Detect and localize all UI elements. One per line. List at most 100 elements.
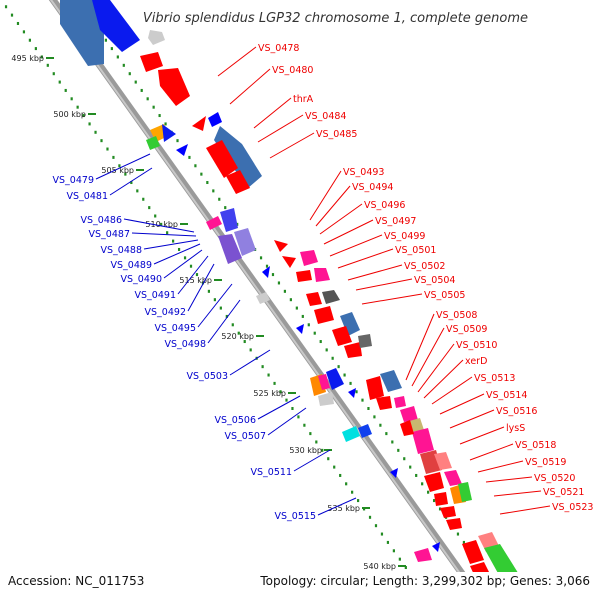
gene-feature[interactable] bbox=[376, 396, 392, 410]
tick-mark bbox=[200, 172, 203, 176]
gene-feature[interactable] bbox=[226, 170, 250, 194]
gene-feature[interactable] bbox=[400, 420, 414, 436]
gene-feature[interactable] bbox=[348, 388, 356, 398]
gene-feature[interactable] bbox=[446, 518, 462, 530]
gene-label[interactable]: lysS bbox=[506, 423, 525, 434]
gene-label[interactable]: VS_0491 bbox=[135, 290, 176, 301]
gene-feature[interactable] bbox=[434, 452, 452, 470]
gene-label[interactable]: VS_0509 bbox=[446, 324, 487, 335]
gene-feature[interactable] bbox=[394, 396, 406, 408]
gene-feature[interactable] bbox=[92, 0, 140, 52]
gene-label[interactable]: VS_0485 bbox=[316, 129, 357, 140]
gene-feature[interactable] bbox=[192, 116, 206, 131]
gene-feature[interactable] bbox=[234, 228, 256, 256]
gene-feature[interactable] bbox=[414, 548, 432, 562]
gene-feature[interactable] bbox=[206, 140, 238, 178]
gene-feature[interactable] bbox=[208, 112, 222, 127]
gene-feature[interactable] bbox=[400, 406, 418, 422]
gene-label[interactable]: VS_0494 bbox=[352, 182, 393, 193]
gene-feature[interactable] bbox=[340, 312, 360, 336]
gene-feature[interactable] bbox=[256, 292, 270, 304]
gene-label[interactable]: VS_0507 bbox=[225, 431, 266, 442]
gene-feature[interactable] bbox=[322, 290, 340, 304]
gene-label[interactable]: VS_0516 bbox=[496, 406, 537, 417]
gene-label[interactable]: VS_0493 bbox=[343, 167, 384, 178]
gene-feature[interactable] bbox=[140, 52, 163, 72]
gene-feature[interactable] bbox=[274, 240, 288, 252]
gene-feature[interactable] bbox=[326, 368, 344, 390]
gene-label[interactable]: VS_0499 bbox=[384, 231, 425, 242]
gene-label[interactable]: VS_0511 bbox=[251, 467, 292, 478]
gene-label[interactable]: VS_0513 bbox=[474, 373, 515, 384]
gene-feature[interactable] bbox=[300, 250, 318, 266]
gene-feature[interactable] bbox=[318, 392, 334, 406]
gene-label[interactable]: VS_0487 bbox=[89, 229, 130, 240]
gene-label[interactable]: VS_0488 bbox=[101, 245, 142, 256]
gene-label[interactable]: VS_0492 bbox=[145, 307, 186, 318]
gene-label[interactable]: VS_0504 bbox=[414, 275, 455, 286]
gene-label[interactable]: VS_0505 bbox=[424, 290, 465, 301]
gene-label[interactable]: VS_0518 bbox=[515, 440, 556, 451]
gene-feature[interactable] bbox=[176, 144, 188, 156]
gene-feature[interactable] bbox=[344, 342, 362, 358]
gene-feature[interactable] bbox=[146, 136, 160, 150]
gene-label[interactable]: VS_0489 bbox=[111, 260, 152, 271]
gene-feature[interactable] bbox=[440, 506, 456, 518]
gene-feature[interactable] bbox=[220, 208, 238, 232]
gene-label[interactable]: VS_0496 bbox=[364, 200, 405, 211]
gene-feature[interactable] bbox=[366, 376, 384, 400]
gene-feature[interactable] bbox=[434, 492, 448, 506]
gene-label[interactable]: VS_0502 bbox=[404, 261, 445, 272]
gene-label[interactable]: VS_0503 bbox=[187, 371, 228, 382]
gene-feature[interactable] bbox=[158, 68, 190, 106]
gene-label[interactable]: thrA bbox=[293, 94, 314, 105]
gene-feature[interactable] bbox=[412, 428, 434, 454]
gene-feature[interactable] bbox=[314, 268, 330, 282]
gene-feature[interactable] bbox=[262, 266, 270, 278]
gene-feature[interactable] bbox=[390, 468, 398, 478]
gene-feature[interactable] bbox=[296, 324, 304, 334]
gene-feature[interactable] bbox=[318, 374, 330, 390]
gene-label[interactable]: VS_0510 bbox=[456, 340, 497, 351]
gene-label[interactable]: VS_0508 bbox=[436, 310, 477, 321]
gene-label[interactable]: VS_0486 bbox=[81, 215, 122, 226]
gene-feature[interactable] bbox=[444, 470, 462, 486]
gene-feature[interactable] bbox=[148, 30, 165, 45]
gene-feature[interactable] bbox=[60, 0, 104, 66]
gene-label[interactable]: VS_0498 bbox=[165, 339, 206, 350]
gene-label[interactable]: VS_0497 bbox=[375, 216, 416, 227]
gene-feature[interactable] bbox=[218, 234, 242, 264]
gene-feature[interactable] bbox=[162, 124, 176, 142]
gene-label[interactable]: VS_0521 bbox=[543, 487, 584, 498]
gene-feature[interactable] bbox=[314, 306, 334, 324]
gene-label[interactable]: VS_0484 bbox=[305, 111, 346, 122]
gene-feature[interactable] bbox=[432, 542, 440, 552]
gene-label[interactable]: xerD bbox=[465, 356, 487, 367]
gene-feature[interactable] bbox=[424, 472, 444, 492]
gene-label[interactable]: VS_0480 bbox=[272, 65, 313, 76]
gene-feature[interactable] bbox=[306, 292, 322, 306]
gene-label[interactable]: VS_0514 bbox=[486, 390, 527, 401]
gene-label[interactable]: VS_0479 bbox=[53, 175, 94, 186]
gene-feature[interactable] bbox=[458, 482, 472, 502]
gene-label[interactable]: VS_0520 bbox=[534, 473, 575, 484]
gene-feature[interactable] bbox=[380, 370, 402, 392]
gene-label[interactable]: VS_0481 bbox=[67, 191, 108, 202]
gene-label[interactable]: VS_0515 bbox=[275, 511, 316, 522]
gene-feature[interactable] bbox=[342, 426, 360, 442]
gene-feature[interactable] bbox=[358, 334, 372, 348]
gene-label[interactable]: VS_0506 bbox=[215, 415, 256, 426]
gene-label[interactable]: VS_0495 bbox=[155, 323, 196, 334]
gene-label[interactable]: VS_0490 bbox=[121, 274, 162, 285]
gene-label[interactable]: VS_0478 bbox=[258, 43, 299, 54]
gene-label[interactable]: VS_0523 bbox=[552, 502, 593, 513]
gene-label[interactable]: VS_0501 bbox=[395, 245, 436, 256]
gene-feature[interactable] bbox=[282, 256, 296, 268]
gene-feature[interactable] bbox=[206, 216, 222, 230]
gene-feature[interactable] bbox=[214, 126, 262, 188]
gene-label[interactable]: VS_0519 bbox=[525, 457, 566, 468]
gene-feature[interactable] bbox=[296, 270, 312, 282]
gene-feature[interactable] bbox=[358, 424, 372, 438]
gene-feature[interactable] bbox=[462, 540, 484, 564]
gene-feature[interactable] bbox=[332, 326, 352, 346]
